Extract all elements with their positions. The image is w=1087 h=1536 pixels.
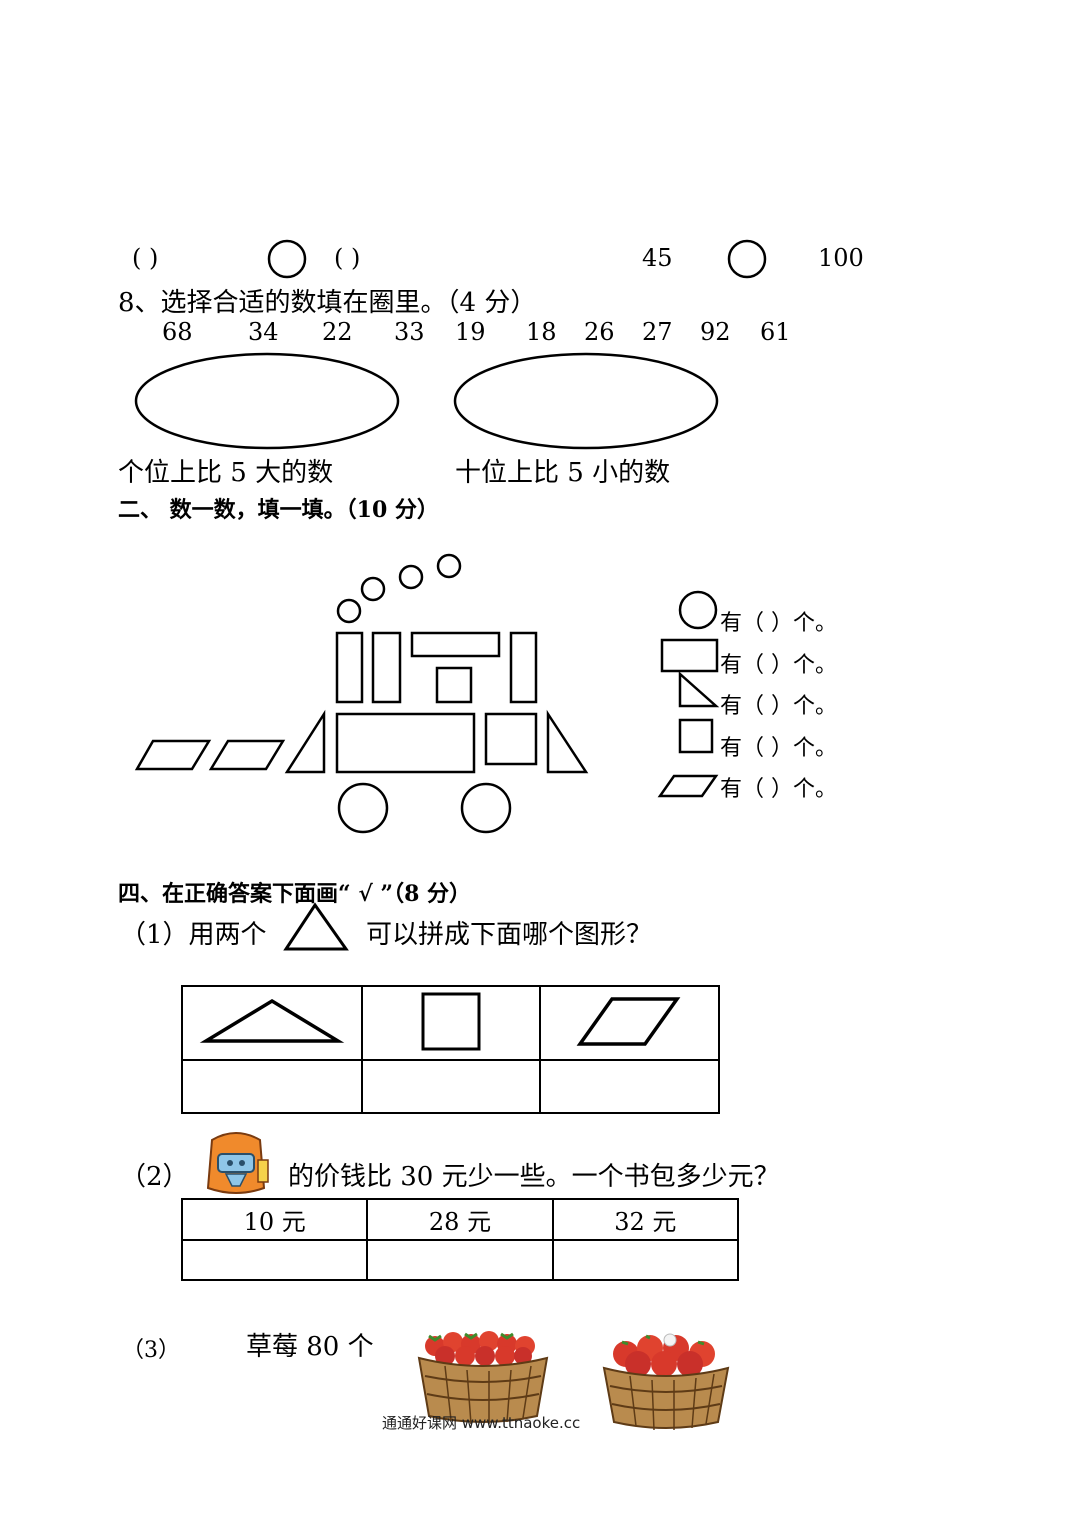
q8-number: 34: [248, 318, 279, 346]
q8-number: 22: [322, 318, 353, 346]
answer-ellipse-right[interactable]: [453, 352, 723, 452]
rectangle-icon: [660, 638, 719, 673]
q2-answer-table: 10 元 28 元 32 元: [180, 1198, 740, 1281]
answer-ellipse-left[interactable]: [134, 352, 404, 452]
compare-circle-2[interactable]: [727, 239, 768, 280]
answer-cell[interactable]: [181, 1059, 363, 1114]
chimney-rect: [335, 631, 364, 704]
section2-title: 二、 数一数，填一填。（10 分）: [118, 497, 439, 523]
back-triangle: [546, 709, 589, 774]
backpack-icon: [206, 1132, 269, 1194]
wheel-circle: [337, 782, 389, 834]
option-cell-triangle[interactable]: [181, 985, 363, 1061]
q3-prefix: （3）: [122, 1338, 180, 1363]
option-cell-parallelogram[interactable]: [538, 985, 721, 1061]
answer-cell[interactable]: [538, 1059, 721, 1114]
option-cell-square[interactable]: [360, 985, 541, 1061]
q2-suffix: 的价钱比 30 元少一些。一个书包多少元？: [288, 1162, 780, 1192]
front-triangle: [284, 709, 326, 774]
q8-number: 92: [700, 318, 731, 346]
q2-prefix: （2）: [120, 1162, 189, 1192]
top-bar-rect: [410, 631, 501, 658]
answer-cell[interactable]: [360, 1059, 541, 1114]
q8-title: 8、选择合适的数填在圈里。（4 分）: [118, 288, 537, 318]
smoke-circle: [436, 553, 462, 579]
ellipse-label-left: 个位上比 5 大的数: [118, 458, 334, 488]
q8-number: 27: [642, 318, 673, 346]
square-icon: [421, 992, 481, 1051]
cab-square: [484, 712, 538, 766]
q8-number: 18: [526, 318, 557, 346]
chimney-rect: [371, 631, 402, 704]
parallelogram-icon: [577, 997, 681, 1046]
parallelogram: [208, 739, 286, 771]
count-square-text: 有（ ）个。: [720, 736, 837, 761]
count-circle-text: 有（ ）个。: [720, 611, 837, 636]
triangle-icon: [283, 902, 349, 951]
q3-text: 草莓 80 个: [246, 1332, 374, 1362]
compare-number-right: 100: [818, 244, 864, 272]
chimney-rect: [509, 631, 538, 704]
compare-circle-1[interactable]: [267, 239, 308, 280]
q1-answer-table: [181, 985, 721, 1114]
section4-title: 四、在正确答案下面画“ √ ”（8 分）: [118, 881, 472, 907]
square-icon: [678, 718, 714, 754]
q8-number: 26: [584, 318, 615, 346]
watermark: 通通好课网 www.ttnaoke.cc: [382, 1414, 581, 1432]
count-rectangle-text: 有（ ）个。: [720, 653, 837, 678]
top-small-square: [435, 666, 473, 704]
answer-cell[interactable]: [551, 1239, 740, 1281]
smoke-circle: [336, 598, 362, 624]
wheel-circle: [460, 782, 512, 834]
ellipse-label-right: 十位上比 5 小的数: [455, 458, 671, 488]
circle-icon: [678, 590, 718, 630]
q8-number: 19: [455, 318, 486, 346]
price-option: 28 元: [366, 1198, 554, 1241]
train-body-rect: [335, 712, 476, 774]
apple-basket-icon: [602, 1333, 730, 1431]
price-option: 10 元: [180, 1198, 369, 1241]
smoke-circle: [398, 564, 424, 590]
q8-number: 61: [760, 318, 791, 346]
q1-prefix: （1）用两个: [120, 920, 267, 950]
answer-cell[interactable]: [366, 1239, 554, 1281]
price-option: 32 元: [551, 1198, 740, 1241]
q8-number: 33: [394, 318, 425, 346]
q1-suffix: 可以拼成下面哪个图形？: [366, 920, 653, 950]
count-parallelogram-text: 有（ ）个。: [720, 777, 837, 802]
parallelogram-icon: [657, 774, 719, 798]
triangle-icon: [678, 671, 720, 708]
count-triangle-text: 有（ ）个。: [720, 694, 837, 719]
smoke-circle: [360, 576, 386, 602]
strawberry-basket-icon: [417, 1331, 549, 1425]
answer-cell[interactable]: [180, 1239, 369, 1281]
parallelogram: [134, 739, 212, 771]
train-figure: [134, 553, 589, 834]
blank-paren-2: ( ): [334, 244, 361, 272]
blank-paren-1: ( ): [132, 244, 159, 272]
q8-number: 68: [162, 318, 193, 346]
wide-triangle-icon: [199, 998, 345, 1043]
compare-number-left: 45: [642, 244, 673, 272]
